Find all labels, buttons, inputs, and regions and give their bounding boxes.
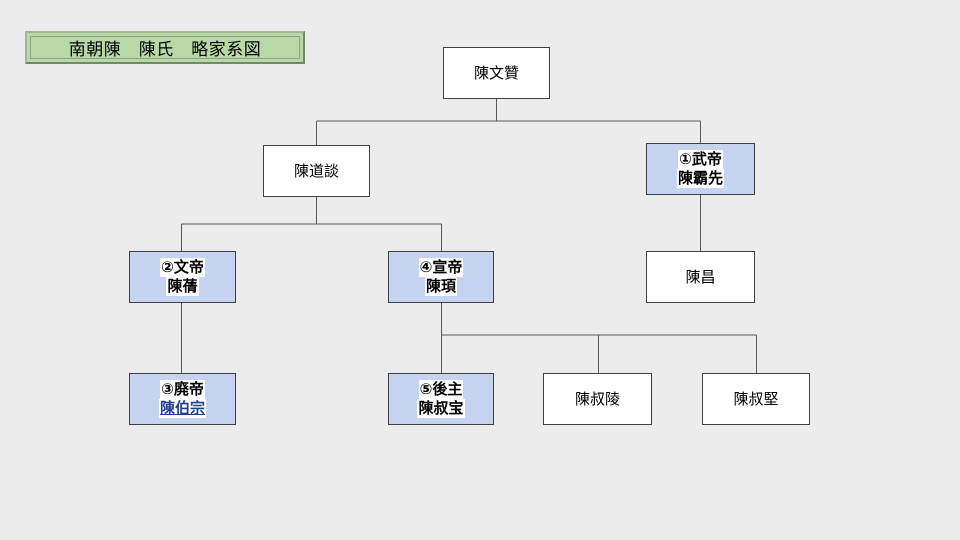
connector-daotan-children (180, 197, 443, 251)
node-chen-shujian[interactable]: 陳叔堅 (702, 373, 810, 425)
node-title-label: ④宣帝 (418, 258, 464, 277)
node-name-label: 陳蒨 (166, 277, 199, 296)
node-name-label: 陳叔宝 (417, 399, 465, 418)
node-title-label: ③廃帝 (160, 380, 205, 399)
node-label: 陳昌 (685, 267, 716, 286)
connector-xuan-children (440, 303, 758, 373)
node-label: 陳叔陵 (574, 389, 620, 408)
node-label: 陳道談 (293, 161, 339, 180)
node-chen-chang[interactable]: 陳昌 (646, 251, 755, 303)
node-title-label: ①武帝 (678, 150, 723, 169)
diagram-title-plaque: 南朝陳 陳氏 略家系図 (25, 31, 305, 64)
node-emperor-wen[interactable]: ②文帝 陳蒨 (129, 251, 236, 303)
page-title: 南朝陳 陳氏 略家系図 (68, 40, 262, 60)
node-name-label: 陳霸先 (676, 169, 724, 188)
node-title-label: ⑤後主 (418, 380, 464, 399)
node-label: 陳叔堅 (733, 389, 779, 408)
node-chen-shuling[interactable]: 陳叔陵 (543, 373, 652, 425)
node-emperor-fei[interactable]: ③廃帝 陳伯宗 (129, 373, 236, 425)
node-name-label: 陳頊 (424, 277, 457, 296)
diagram-title-plaque-inner: 南朝陳 陳氏 略家系図 (30, 36, 300, 60)
node-emperor-wu[interactable]: ①武帝 陳霸先 (646, 143, 755, 195)
node-chen-wenzan[interactable]: 陳文贊 (443, 47, 550, 99)
connector-wenzan-children (315, 99, 702, 145)
node-chen-daotan[interactable]: 陳道談 (263, 145, 370, 197)
node-label: 陳文贊 (473, 63, 519, 82)
node-title-label: ②文帝 (160, 258, 205, 277)
node-emperor-xuan[interactable]: ④宣帝 陳頊 (388, 251, 494, 303)
node-emperor-houzhu[interactable]: ⑤後主 陳叔宝 (388, 373, 494, 425)
node-name-link[interactable]: 陳伯宗 (158, 399, 206, 418)
